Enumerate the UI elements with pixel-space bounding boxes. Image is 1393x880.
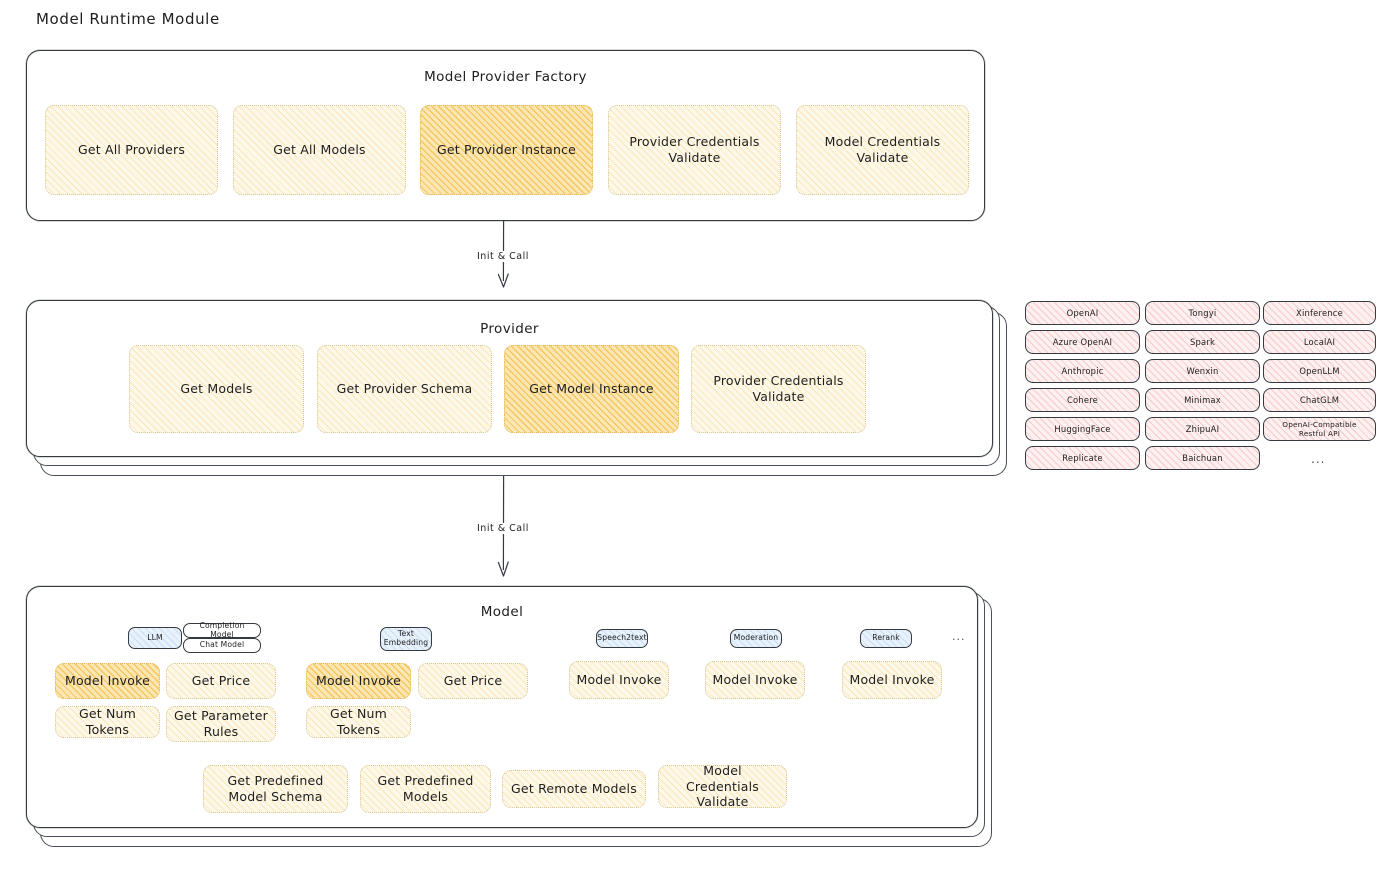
provider-chip-huggingface[interactable]: HuggingFace — [1025, 417, 1140, 441]
fn-llm-get-parameter-rules[interactable]: Get Parameter Rules — [166, 706, 276, 742]
model-provider-factory-title: Model Provider Factory — [424, 69, 587, 85]
provider-chip-replicate[interactable]: Replicate — [1025, 446, 1140, 470]
fn-get-provider-instance[interactable]: Get Provider Instance — [420, 105, 593, 195]
provider-chip-wenxin[interactable]: Wenxin — [1145, 359, 1260, 383]
fn-provider-credentials-validate-2[interactable]: Provider Credentials Validate — [691, 345, 866, 433]
model-type-badge-chat-model[interactable]: Chat Model — [183, 638, 261, 653]
model-title: Model — [480, 604, 524, 620]
model-type-badge-moderation[interactable]: Moderation — [730, 629, 782, 648]
fn-get-all-providers[interactable]: Get All Providers — [45, 105, 218, 195]
provider-chip-baichuan[interactable]: Baichuan — [1145, 446, 1260, 470]
fn-text-embedding-model-invoke[interactable]: Model Invoke — [306, 663, 411, 699]
provider-chip-chatglm[interactable]: ChatGLM — [1263, 388, 1376, 412]
provider-chip-zhipuai[interactable]: ZhipuAI — [1145, 417, 1260, 441]
fn-get-remote-models[interactable]: Get Remote Models — [502, 770, 646, 808]
provider-chip-tongyi[interactable]: Tongyi — [1145, 301, 1260, 325]
model-types-more-ellipsis: ... — [952, 630, 966, 643]
fn-text-embedding-get-price[interactable]: Get Price — [418, 663, 528, 699]
model-type-badge-completion-model[interactable]: Completion Model — [183, 621, 261, 638]
fn-get-all-models[interactable]: Get All Models — [233, 105, 406, 195]
model-type-badge-llm[interactable]: LLM — [128, 627, 182, 649]
provider-list-more-ellipsis: ... — [1311, 452, 1326, 466]
model-type-badge-text-embedding[interactable]: Text Embedding — [380, 627, 432, 651]
fn-provider-credentials-validate[interactable]: Provider Credentials Validate — [608, 105, 781, 195]
fn-text-embedding-get-num-tokens[interactable]: Get Num Tokens — [306, 706, 411, 738]
fn-get-provider-schema[interactable]: Get Provider Schema — [317, 345, 492, 433]
fn-llm-get-price[interactable]: Get Price — [166, 663, 276, 699]
fn-get-model-instance[interactable]: Get Model Instance — [504, 345, 679, 433]
provider-chip-anthropic[interactable]: Anthropic — [1025, 359, 1140, 383]
arrow-label-init-call-1: Init & Call — [474, 251, 532, 262]
provider-chip-openai[interactable]: OpenAI — [1025, 301, 1140, 325]
provider-chip-xinference[interactable]: Xinference — [1263, 301, 1376, 325]
fn-get-predefined-model-schema[interactable]: Get Predefined Model Schema — [203, 765, 348, 813]
provider-chip-openai-compatible-restful-api[interactable]: OpenAI-Compatible Restful API — [1263, 417, 1376, 441]
provider-chip-openllm[interactable]: OpenLLM — [1263, 359, 1376, 383]
fn-rerank-model-invoke[interactable]: Model Invoke — [842, 661, 942, 699]
provider-title: Provider — [480, 321, 539, 337]
provider-chip-minimax[interactable]: Minimax — [1145, 388, 1260, 412]
fn-model-credentials-validate-2[interactable]: Model Credentials Validate — [658, 763, 787, 809]
page-title: Model Runtime Module — [36, 10, 220, 28]
provider-chip-localai[interactable]: LocalAI — [1263, 330, 1376, 354]
arrow-label-init-call-2: Init & Call — [474, 523, 532, 534]
fn-llm-get-num-tokens[interactable]: Get Num Tokens — [55, 706, 160, 738]
provider-chip-cohere[interactable]: Cohere — [1025, 388, 1140, 412]
fn-speech2text-model-invoke[interactable]: Model Invoke — [569, 661, 669, 699]
model-type-badge-speech2text[interactable]: Speech2text — [596, 629, 648, 648]
fn-moderation-model-invoke[interactable]: Model Invoke — [705, 661, 805, 699]
fn-get-predefined-models[interactable]: Get Predefined Models — [360, 765, 491, 813]
fn-llm-model-invoke[interactable]: Model Invoke — [55, 663, 160, 699]
provider-chip-spark[interactable]: Spark — [1145, 330, 1260, 354]
fn-get-models[interactable]: Get Models — [129, 345, 304, 433]
fn-model-credentials-validate[interactable]: Model Credentials Validate — [796, 105, 969, 195]
provider-chip-azure-openai[interactable]: Azure OpenAI — [1025, 330, 1140, 354]
model-type-badge-rerank[interactable]: Rerank — [860, 629, 912, 648]
